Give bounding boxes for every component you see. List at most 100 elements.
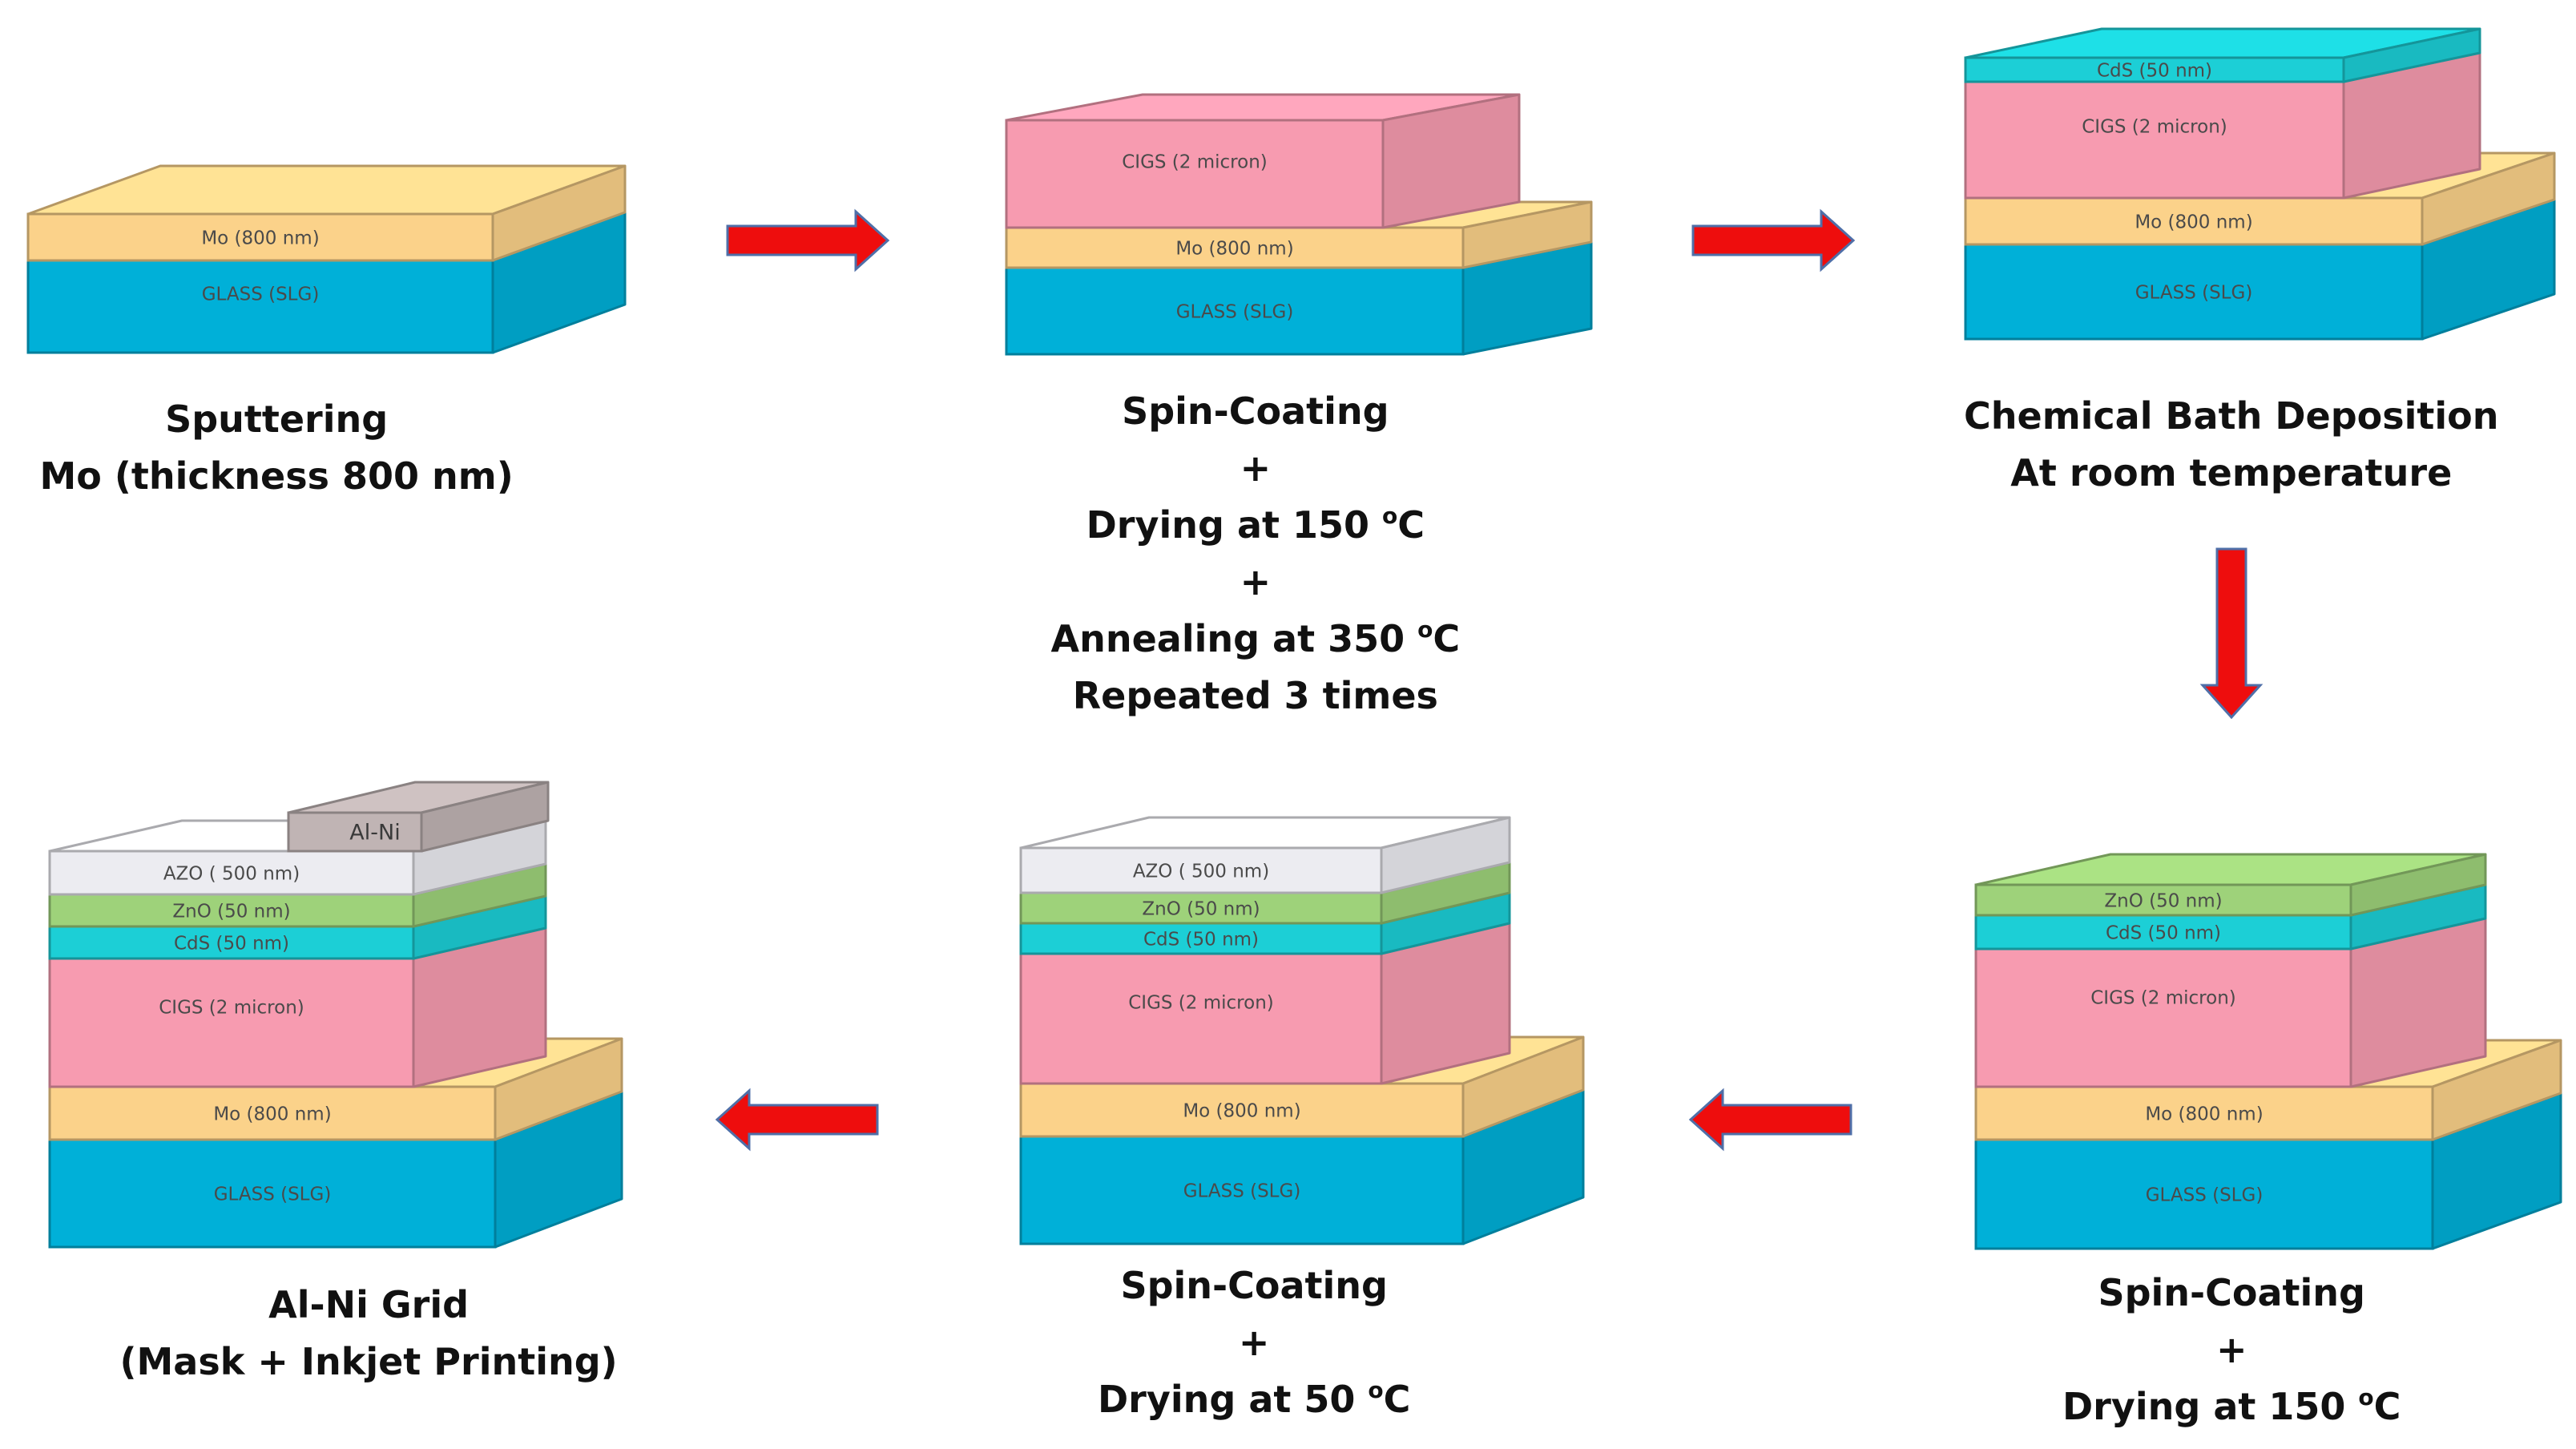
layer-glass-label: GLASS (SLG) [202, 285, 320, 305]
layer-glass-front-face [1964, 243, 2424, 341]
caption-line: Spin-Coating [1098, 1257, 1410, 1314]
layer-glass-label: GLASS (SLG) [214, 1185, 332, 1205]
step-cigs-spin-coating-caption: Spin-Coating+Drying at 150 oC+Annealing … [1051, 383, 1461, 724]
layer-zno-label: ZnO (50 nm) [172, 902, 290, 922]
caption-line: Spin-Coating [2062, 1265, 2401, 1322]
arrow-step2-to-step3 [1691, 208, 1856, 272]
degree-superscript: o [1368, 1377, 1384, 1403]
layer-cigs-label: CIGS (2 micron) [1122, 151, 1268, 172]
layer-azo-front-face [48, 850, 415, 896]
caption-text: At room temperature [2010, 451, 2453, 494]
layer-azo-label: AZO ( 500 nm) [163, 864, 300, 885]
caption-line: (Mask + Inkjet Printing) [120, 1334, 618, 1390]
layer-alni: Al-Ni [287, 781, 550, 853]
step-al-ni-grid-caption: Al-Ni Grid (Mask + Inkjet Printing) [120, 1277, 618, 1390]
layer-zno-label: ZnO (50 nm) [2104, 891, 2222, 912]
layer-alni-front-face [287, 811, 423, 853]
degree-superscript: o [2358, 1384, 2374, 1411]
caption-line: + [1051, 440, 1461, 497]
caption-line: At room temperature [1964, 445, 2499, 502]
step-chemical-bath-deposition-caption: Chemical Bath Deposition At room temperat… [1964, 388, 2499, 502]
step-azo-spin-coating-stack: GLASS (SLG) Mo (800 nm) CIGS (2 micron) CdS… [1019, 816, 1585, 1245]
caption-line: Drying at 150 oC [1051, 497, 1461, 554]
layer-azo: AZO ( 500 nm) [1019, 816, 1511, 894]
caption-text: (Mask + Inkjet Printing) [119, 1340, 618, 1383]
layer-mo: Mo (800 nm) [26, 164, 627, 262]
caption-line: Al-Ni Grid [120, 1277, 618, 1334]
caption-text: + [1240, 560, 1272, 603]
layer-azo-label: AZO ( 500 nm) [1133, 862, 1269, 882]
layer-cigs-front-face [1005, 119, 1385, 229]
degree-superscript: o [1417, 616, 1433, 643]
caption-line: Chemical Bath Deposition [1964, 388, 2499, 445]
layer-zno-front-face [1974, 883, 2352, 917]
caption-line: Annealing at 350 oC [1051, 611, 1461, 668]
layer-cigs: CIGS (2 micron) [1005, 93, 1521, 229]
layer-azo-front-face [1019, 846, 1383, 894]
caption-text: Spin-Coating [1122, 389, 1389, 433]
layer-mo-label: Mo (800 nm) [201, 228, 319, 249]
layer-glass-front-face [1005, 266, 1465, 356]
step-sputtering-stack: GLASS (SLG) Mo (800 nm) [26, 164, 627, 354]
layer-mo-front-face [1964, 196, 2424, 246]
layer-mo-label: Mo (800 nm) [1183, 1101, 1300, 1122]
caption-line: + [2062, 1322, 2401, 1378]
caption-text: Al-Ni Grid [268, 1283, 470, 1326]
layer-glass-front-face [1974, 1138, 2434, 1250]
caption-text: + [1238, 1321, 1270, 1364]
step-azo-spin-coating-caption: Spin-Coating + Drying at 50 oC [1098, 1257, 1410, 1428]
layer-mo-label: Mo (800 nm) [213, 1104, 331, 1125]
layer-cds: CdS (50 nm) [1964, 27, 2481, 83]
layer-mo-front-face [1974, 1085, 2434, 1141]
layer-cigs-front-face [48, 957, 415, 1088]
step-zno-spin-coating-stack: GLASS (SLG) Mo (800 nm) CIGS (2 micron) CdS… [1974, 853, 2562, 1250]
layer-cds-label: CdS (50 nm) [2097, 61, 2212, 82]
layer-cds-label: CdS (50 nm) [1143, 930, 1259, 951]
layer-mo-label: Mo (800 nm) [2135, 212, 2252, 233]
caption-text: Repeated 3 times [1072, 674, 1438, 717]
arrow-step5-to-step6 [715, 1088, 879, 1152]
layer-azo: AZO ( 500 nm) [48, 819, 547, 896]
degree-superscript: o [1382, 503, 1398, 529]
layer-zno: ZnO (50 nm) [1974, 853, 2487, 917]
caption-line: Drying at 150 oC [2062, 1378, 2401, 1435]
layer-cigs-label: CIGS (2 micron) [2082, 117, 2227, 138]
layer-zno-front-face [48, 893, 415, 928]
layer-glass-label: GLASS (SLG) [1183, 1181, 1301, 1202]
step-cigs-spin-coating-stack: GLASS (SLG)Mo (800 nm)CIGS (2 micron) [1005, 93, 1593, 356]
layer-mo-label: Mo (800 nm) [1175, 239, 1293, 260]
layer-cds-front-face [1964, 56, 2345, 83]
layer-cds-front-face [1974, 914, 2352, 951]
caption-line: Sputtering [40, 391, 514, 448]
caption-line: + [1098, 1314, 1410, 1371]
unit-text: C [1397, 503, 1425, 547]
layer-cigs-front-face [1974, 947, 2352, 1088]
caption-line: Repeated 3 times [1051, 668, 1461, 724]
caption-text: Drying at 50 [1098, 1378, 1369, 1421]
caption-line: Spin-Coating [1051, 383, 1461, 440]
layer-glass-label: GLASS (SLG) [2135, 283, 2253, 304]
arrow-step4-to-step5 [1688, 1088, 1852, 1152]
caption-text: Spin-Coating [1120, 1264, 1388, 1307]
caption-text: Annealing at 350 [1050, 617, 1418, 660]
step-al-ni-grid-stack: GLASS (SLG)Mo (800 nm)CIGS (2 micron)CdS… [48, 781, 623, 1249]
caption-text: Spin-Coating [2098, 1271, 2365, 1314]
layer-cigs: CIGS (2 micron) [1964, 51, 2481, 200]
caption-text: Drying at 150 [2062, 1385, 2359, 1428]
layer-cigs-label: CIGS (2 micron) [2090, 988, 2236, 1009]
arrow-step1-to-step2 [726, 208, 890, 272]
layer-mo-label: Mo (800 nm) [2145, 1104, 2263, 1125]
step-chemical-bath-deposition-stack: GLASS (SLG) Mo (800 nm) CIGS (2 micron) CdS… [1964, 27, 2556, 341]
caption-text: Sputtering [165, 398, 389, 441]
unit-text: C [1383, 1378, 1411, 1421]
layer-glass-label: GLASS (SLG) [2146, 1185, 2264, 1206]
arrow-step3-to-step4 [2199, 547, 2264, 720]
layer-glass-front-face [1019, 1135, 1465, 1245]
layer-cigs-label: CIGS (2 micron) [159, 998, 304, 1019]
layer-cds-label: CdS (50 nm) [2106, 923, 2221, 944]
layer-cigs-label: CIGS (2 micron) [1128, 993, 1274, 1014]
unit-text: C [2373, 1385, 2401, 1428]
layer-zno-label: ZnO (50 nm) [1142, 899, 1260, 920]
